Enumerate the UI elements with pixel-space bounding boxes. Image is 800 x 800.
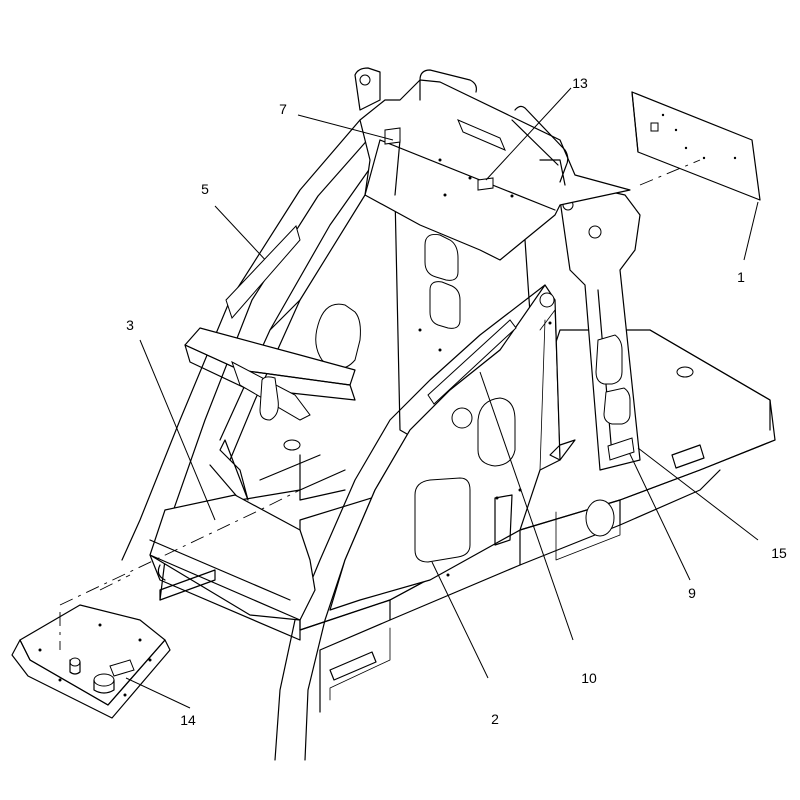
callout-2: 2 <box>491 711 499 727</box>
callout-9: 9 <box>688 585 696 601</box>
decal-plate-1 <box>631 91 761 201</box>
frame-decals <box>225 225 635 461</box>
callout-10: 10 <box>581 670 597 686</box>
callouts: 1 2 3 5 7 9 10 13 14 15 <box>126 75 787 728</box>
mid-crossmember <box>184 327 356 501</box>
callout-15: 15 <box>771 545 787 561</box>
front-step <box>149 494 316 641</box>
leader-lines <box>125 87 759 709</box>
callout-3: 3 <box>126 317 134 333</box>
access-cover-14 <box>11 604 171 719</box>
callout-14: 14 <box>180 712 196 728</box>
front-upright <box>329 284 576 611</box>
callout-7: 7 <box>279 101 287 117</box>
right-upright <box>559 184 641 471</box>
callout-1: 1 <box>737 269 745 285</box>
assembly-lines <box>59 159 701 650</box>
callout-13: 13 <box>572 75 588 91</box>
callout-5: 5 <box>201 181 209 197</box>
